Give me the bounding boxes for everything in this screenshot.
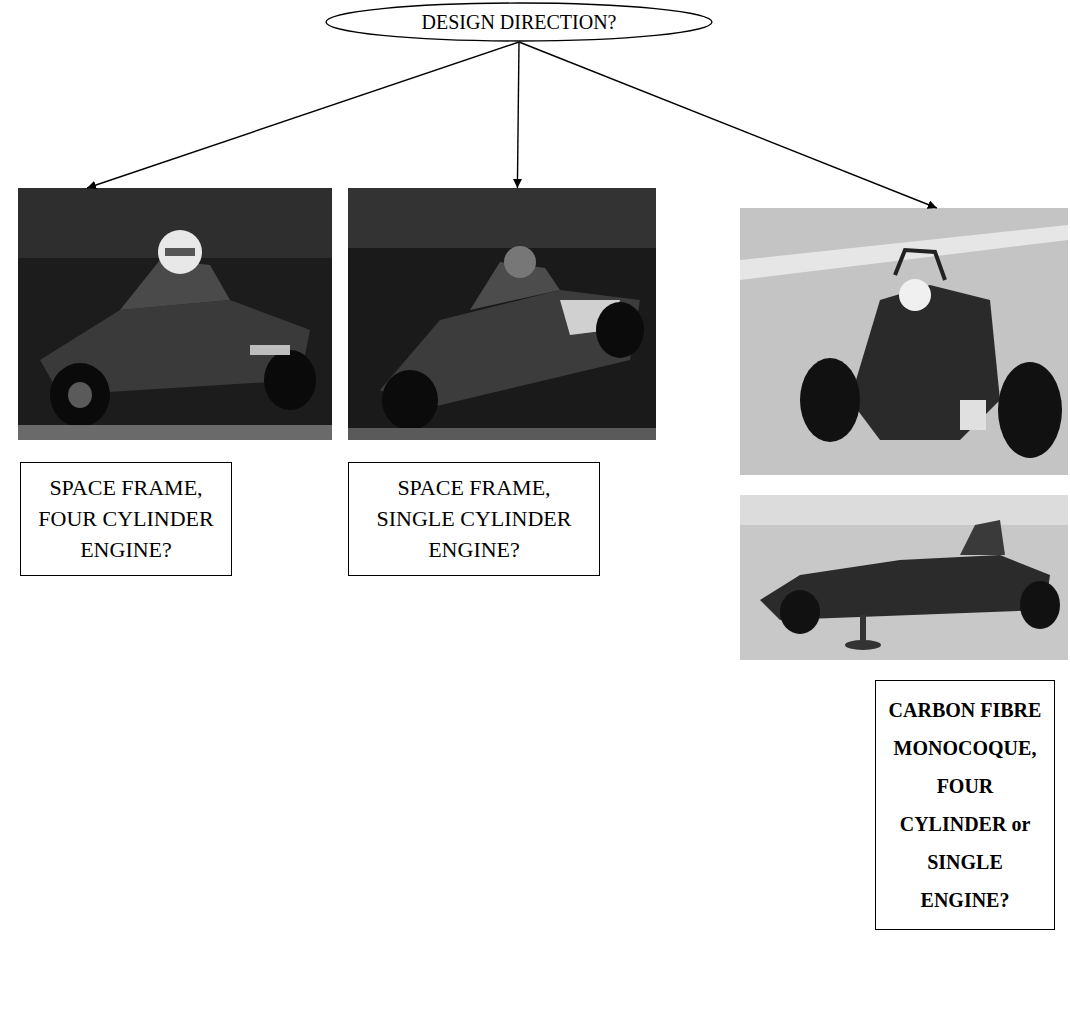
arrow-connector (87, 42, 519, 188)
option-box: SPACE FRAME, FOUR CYLINDER ENGINE? (20, 462, 232, 576)
option-text: SPACE FRAME, FOUR CYLINDER ENGINE? (31, 473, 221, 565)
arrow-connector (519, 42, 937, 208)
option-text: CARBON FIBRE MONOCOQUE, FOUR CYLINDER or… (886, 691, 1044, 919)
option-node: SPACE FRAME, FOUR CYLINDER ENGINE? (18, 188, 332, 577)
option-box: CARBON FIBRE MONOCOQUE, FOUR CYLINDER or… (875, 680, 1055, 930)
start-ellipse: DESIGN DIRECTION? (325, 2, 713, 42)
car-photo (740, 208, 1068, 475)
car-photo (18, 188, 332, 440)
option-text: SPACE FRAME, SINGLE CYLINDER ENGINE? (359, 473, 589, 565)
car-photo (740, 495, 1068, 660)
heading-text: DESIGN DIRECTION? (422, 11, 617, 34)
option-node: SPACE FRAME, SINGLE CYLINDER ENGINE? (348, 188, 656, 577)
car-photo (348, 188, 656, 440)
option-node: CARBON FIBRE MONOCOQUE, FOUR CYLINDER or… (740, 208, 1068, 930)
ellipse-text-holder: DESIGN DIRECTION? (325, 2, 713, 42)
arrow-connector (517, 42, 519, 188)
option-box: SPACE FRAME, SINGLE CYLINDER ENGINE? (348, 462, 600, 576)
